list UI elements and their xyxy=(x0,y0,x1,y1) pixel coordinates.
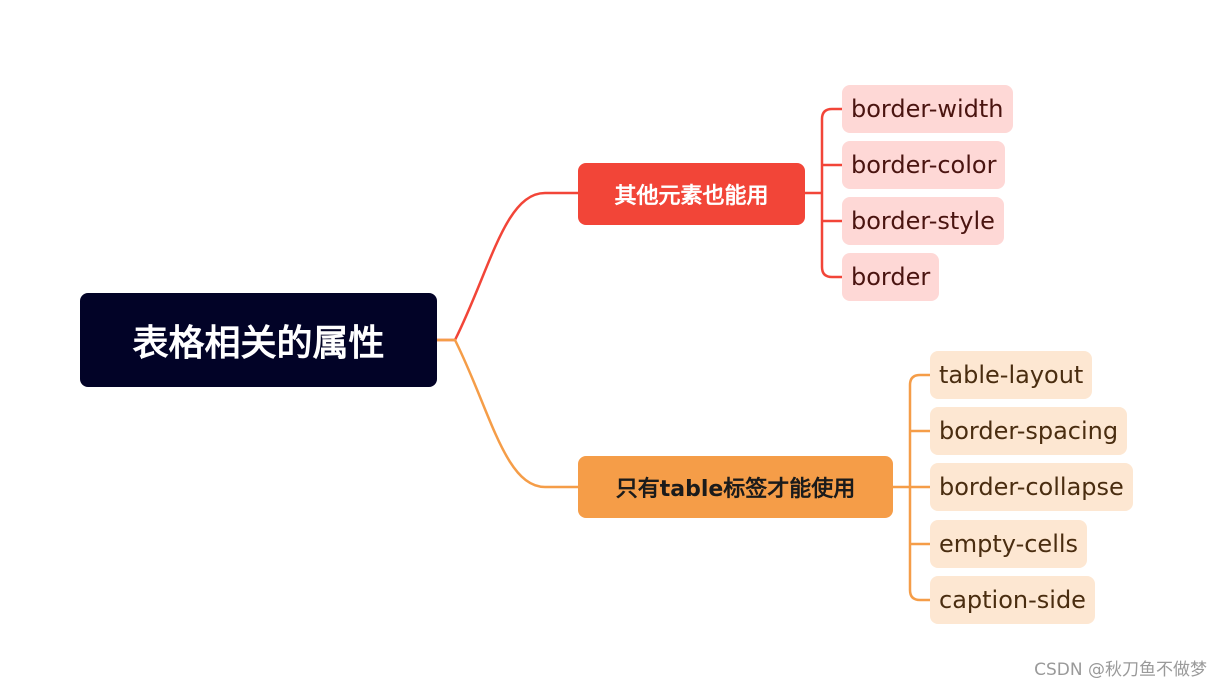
connector-root-to-branch-table xyxy=(437,338,578,489)
leaf-node-label: empty-cells xyxy=(939,530,1079,558)
branch-node-label: 只有table标签才能使用 xyxy=(615,477,856,502)
leaf-node-border-style[interactable]: border-style xyxy=(842,197,1004,245)
leaf-node-border-width[interactable]: border-width xyxy=(842,85,1013,133)
branch-node-label: 其他元素也能用 xyxy=(614,184,769,209)
leaf-node-label: border-color xyxy=(851,151,997,179)
root-node[interactable]: 表格相关的属性 xyxy=(80,293,437,387)
branch-node-table-only[interactable]: 只有table标签才能使用 xyxy=(578,456,893,518)
leaf-node-empty-cells[interactable]: empty-cells xyxy=(930,520,1088,568)
branch-node-other-elements[interactable]: 其他元素也能用 xyxy=(578,163,805,225)
leaf-node-border-collapse[interactable]: border-collapse xyxy=(930,463,1133,511)
leaf-node-label: caption-side xyxy=(939,586,1086,614)
leaf-node-border-spacing[interactable]: border-spacing xyxy=(930,407,1128,455)
connector-branch-other-spine xyxy=(820,107,842,279)
leaf-node-table-layout[interactable]: table-layout xyxy=(930,351,1093,399)
root-node-label: 表格相关的属性 xyxy=(132,323,385,364)
leaf-node-label: border-style xyxy=(851,207,995,235)
watermark-text: CSDN @秋刀鱼不做梦 xyxy=(1034,660,1207,680)
leaf-node-label: border xyxy=(851,263,931,291)
leaf-node-label: border-spacing xyxy=(939,417,1119,445)
leaf-node-label: border-width xyxy=(851,95,1004,123)
leaf-node-label: table-layout xyxy=(939,361,1084,389)
leaf-node-caption-side[interactable]: caption-side xyxy=(930,576,1095,624)
connector-root-to-branch-other xyxy=(437,191,578,342)
leaf-node-border[interactable]: border xyxy=(842,253,940,301)
leaf-node-label: border-collapse xyxy=(939,473,1124,501)
leaf-node-border-color[interactable]: border-color xyxy=(842,141,1006,189)
